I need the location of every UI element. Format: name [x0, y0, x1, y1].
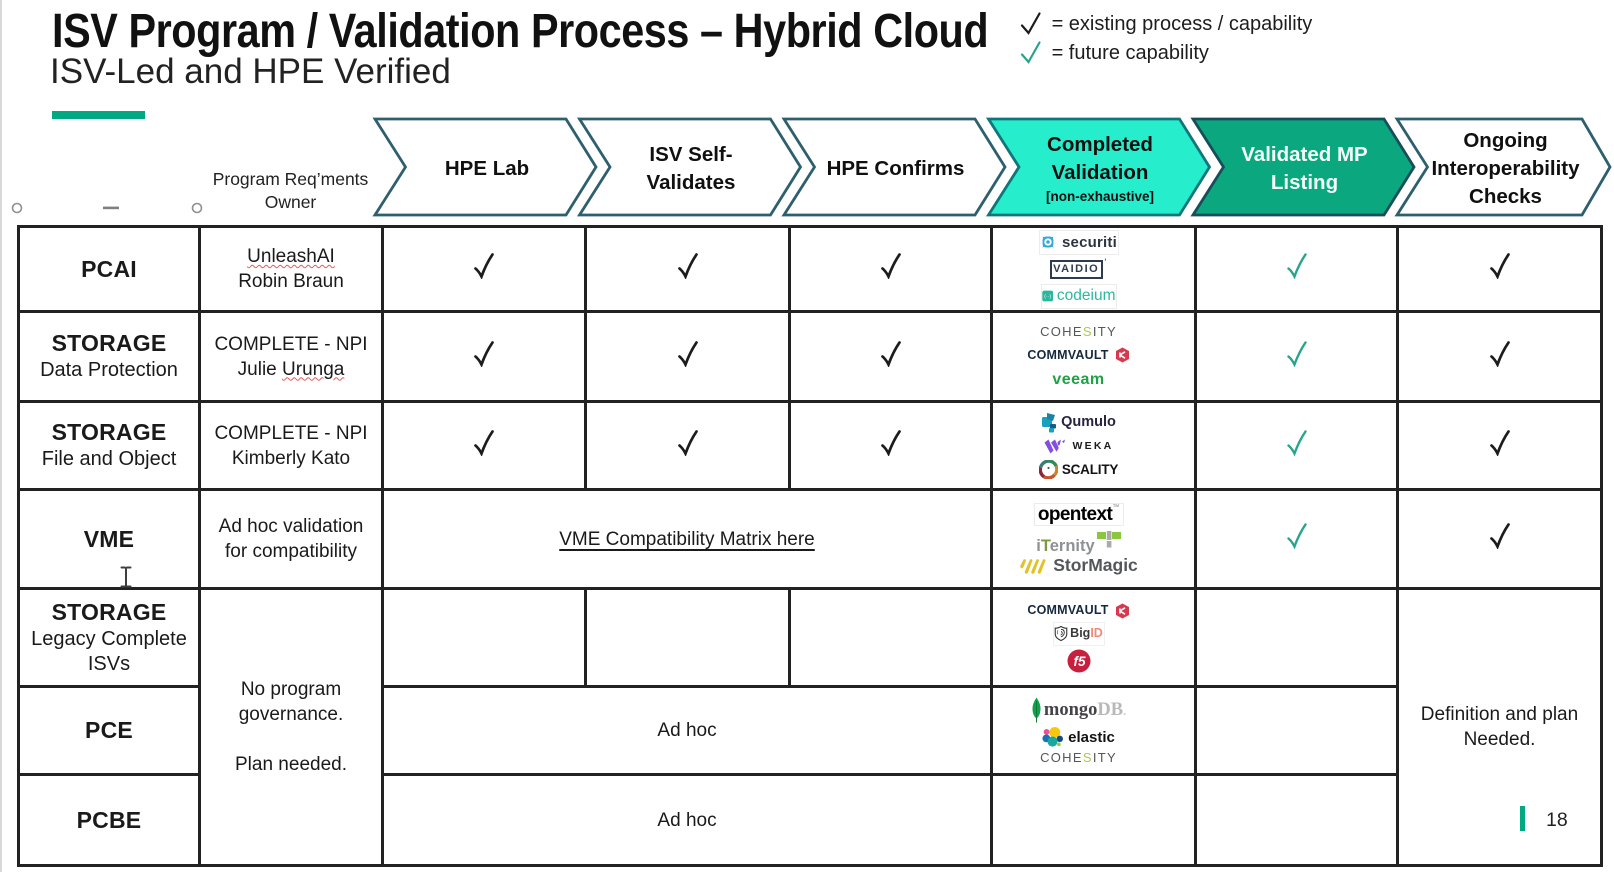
svg-text:f5: f5	[1073, 654, 1085, 669]
svg-text:(··): (··)	[1044, 294, 1051, 300]
